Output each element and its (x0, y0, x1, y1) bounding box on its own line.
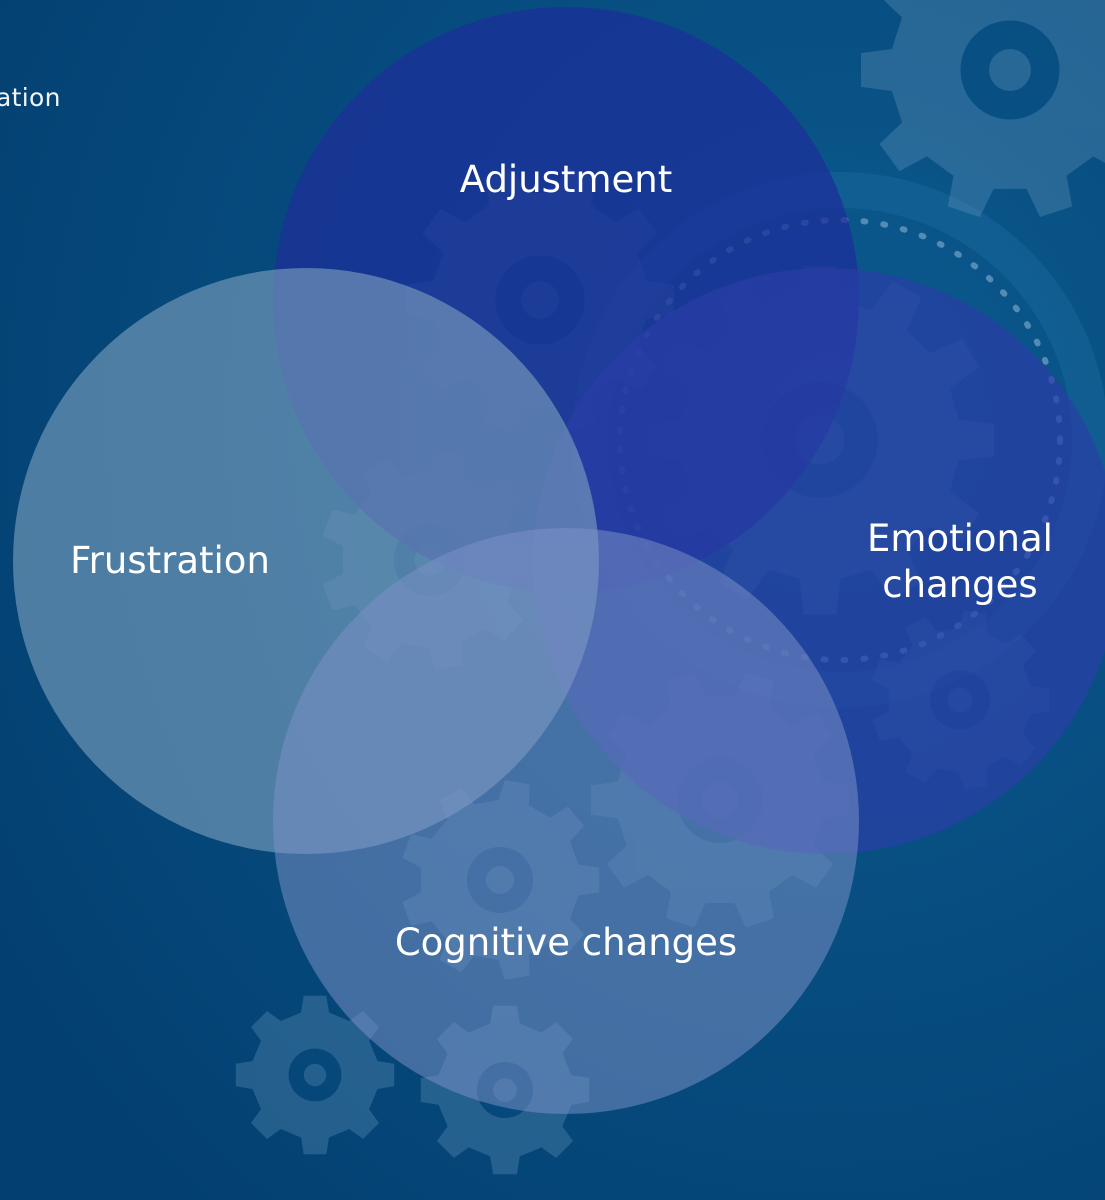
cognitive-changes-label: Cognitive changes (394, 921, 738, 964)
gear-icon (861, 0, 1105, 217)
gear-icon (235, 995, 395, 1155)
clipped-heading-text: ation (0, 83, 61, 112)
adjustment-label: Adjustment (459, 158, 673, 201)
cognitive-changes-circle (273, 528, 859, 1114)
frustration-label: Frustration (70, 539, 270, 582)
emotional-changes-label: Emotional changes (867, 517, 1053, 606)
